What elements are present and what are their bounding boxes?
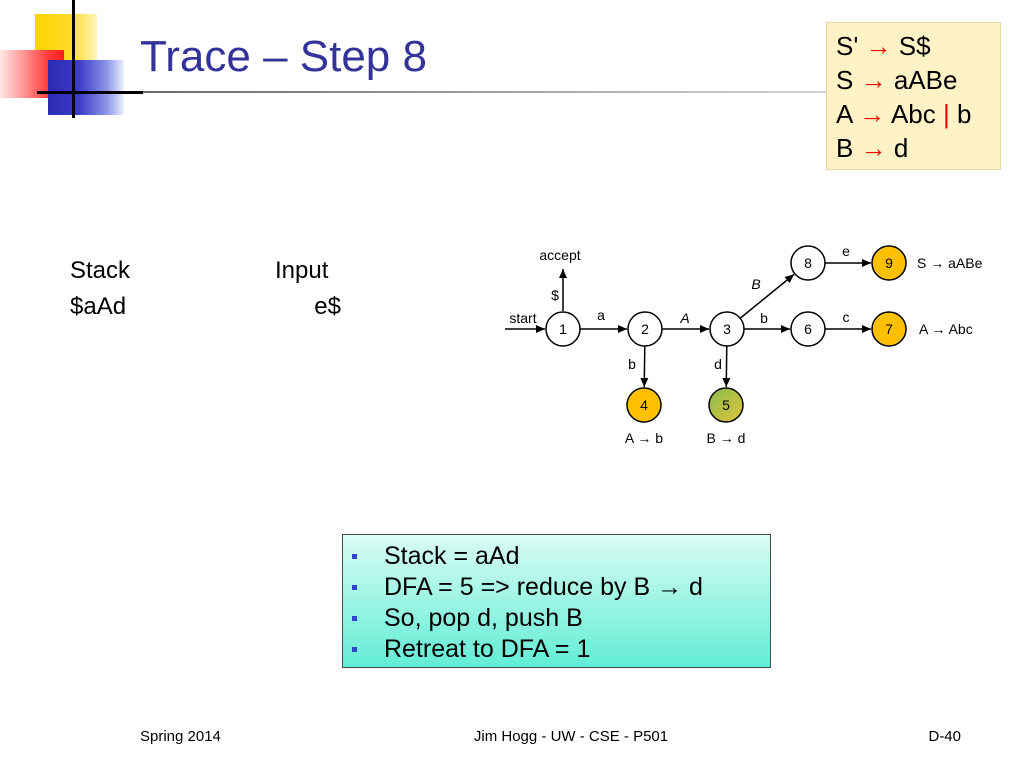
state-circle	[871, 311, 907, 347]
state-label: 4	[640, 397, 648, 413]
state-3: 3	[709, 311, 745, 347]
state-label: 9	[885, 255, 893, 271]
note-text: Stack = aAd	[384, 542, 520, 570]
state-6: 6	[790, 311, 826, 347]
rule-alternative: b	[957, 99, 972, 129]
bullet-icon	[352, 616, 357, 621]
edge-label-6-7: c	[843, 309, 850, 325]
state-label: 2	[641, 321, 649, 337]
state-4: 4	[626, 387, 662, 423]
edge-2-to-4	[640, 345, 649, 388]
bullet-icon	[352, 554, 357, 559]
grammar-rule: S' → S$	[836, 29, 1000, 63]
state-label: 5	[722, 397, 730, 413]
reduction-label: A → Abc	[919, 321, 973, 337]
edge-label-3-6: b	[760, 310, 768, 326]
state-circle	[790, 311, 826, 347]
rule-rhs: Abc	[890, 99, 936, 129]
rule-rhs: d	[893, 133, 909, 163]
state-label: 1	[559, 321, 567, 337]
rule-lhs: S'	[836, 31, 859, 61]
rule-rhs: aABe	[893, 65, 958, 95]
dfa-diagram: start accept $ a A b c B e b d 1 2 3 4 5…	[505, 243, 983, 446]
state-label: 3	[723, 321, 731, 337]
state-label: 8	[804, 255, 812, 271]
notes-list: Stack = aAd DFA = 5 => reduce by B → d S…	[343, 541, 770, 665]
reduction-label: S → aABe	[917, 255, 983, 271]
footer-date: Spring 2014	[140, 728, 221, 745]
list-item: DFA = 5 => reduce by B → d	[343, 572, 770, 603]
footer-slide-number: D-40	[928, 728, 961, 745]
grammar-box: S' → S$ S → aABe A → Abc | b B → d	[826, 22, 1001, 170]
state-circle	[545, 311, 581, 347]
edge-3-to-8	[739, 273, 795, 319]
start-label: start	[509, 310, 536, 326]
edge-3-to-5	[722, 345, 731, 388]
grammar-rule: B → d	[836, 131, 1000, 165]
bullet-icon	[352, 585, 357, 590]
accept-label: accept	[539, 247, 580, 263]
state-9: 9	[871, 245, 907, 281]
state-circle	[626, 387, 662, 423]
state-7: 7	[871, 311, 907, 347]
state-circle	[790, 245, 826, 281]
rule-arrow: →	[865, 31, 892, 61]
note-text: So, pop d, push B	[384, 604, 583, 632]
title-underline	[143, 91, 826, 93]
state-2: 2	[627, 311, 663, 347]
note-text: DFA = 5 => reduce by B → d	[384, 573, 703, 601]
notes-box: Stack = aAd DFA = 5 => reduce by B → d S…	[342, 534, 771, 668]
state-label: 6	[804, 321, 812, 337]
state-1: 1	[545, 311, 581, 347]
edge-label-8-9: e	[842, 243, 850, 259]
stack-header: Stack	[70, 257, 131, 284]
reduction-label: B → d	[707, 430, 746, 446]
state-8: 8	[790, 245, 826, 281]
edge-label-2-3: A	[679, 310, 689, 326]
list-item: Stack = aAd	[343, 541, 770, 572]
input-column: Input e$	[275, 253, 341, 325]
note-text: Retreat to DFA = 1	[384, 635, 591, 663]
list-item: Retreat to DFA = 1	[343, 634, 770, 665]
slide-title: Trace – Step 8	[140, 32, 427, 81]
input-value: e$	[314, 293, 341, 320]
state-label: 7	[885, 321, 893, 337]
edge-label-3-8: B	[751, 276, 760, 292]
accept-symbol: $	[551, 287, 559, 303]
state-circle	[709, 311, 745, 347]
footer-author: Jim Hogg - UW - CSE - P501	[473, 728, 669, 745]
rule-rhs: S$	[898, 31, 931, 61]
edge-label-2-4: b	[628, 356, 636, 372]
stack-column: Stack $aAd	[70, 253, 130, 325]
rule-lhs: A	[836, 99, 852, 129]
logo-blue-square	[48, 60, 124, 115]
logo-horizontal-line	[37, 91, 143, 94]
rule-separator: |	[943, 99, 950, 129]
logo-vertical-line	[72, 0, 75, 118]
grammar-rule: A → Abc | b	[836, 97, 1000, 131]
state-5: 5	[708, 387, 744, 423]
rule-arrow: →	[860, 133, 887, 163]
state-circle	[871, 245, 907, 281]
rule-lhs: S	[836, 65, 854, 95]
stack-value: $aAd	[70, 293, 127, 320]
edge-label-1-2: a	[597, 307, 605, 323]
edge-label-3-5: d	[714, 356, 722, 372]
state-circle	[708, 387, 744, 423]
input-header: Input	[275, 257, 329, 284]
rule-lhs: B	[836, 133, 854, 163]
state-circle	[627, 311, 663, 347]
rule-arrow: →	[860, 65, 887, 95]
rule-arrow: →	[859, 99, 886, 129]
dfa-edges	[580, 259, 871, 388]
reduction-label: A → b	[625, 430, 663, 446]
list-item: So, pop d, push B	[343, 603, 770, 634]
grammar-rule: S → aABe	[836, 63, 1000, 97]
bullet-icon	[352, 647, 357, 652]
